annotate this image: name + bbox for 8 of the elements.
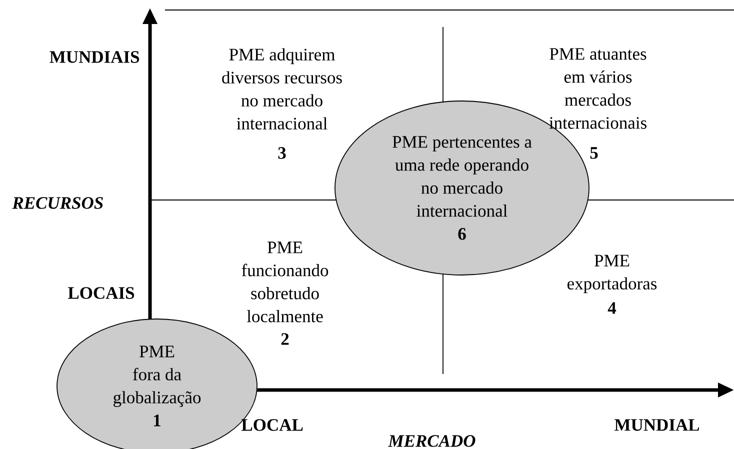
axis-label: MUNDIAIS [50, 51, 140, 63]
quadrant-number: 2 [281, 333, 289, 345]
quadrant-number: 3 [278, 147, 286, 159]
axis-label: MUNDIAL [614, 419, 700, 431]
quadrant-number: 4 [608, 302, 616, 314]
axis-title: RECURSOS [12, 197, 103, 209]
axis-title: MERCADO [388, 435, 476, 447]
axis-label: LOCAIS [68, 287, 134, 299]
